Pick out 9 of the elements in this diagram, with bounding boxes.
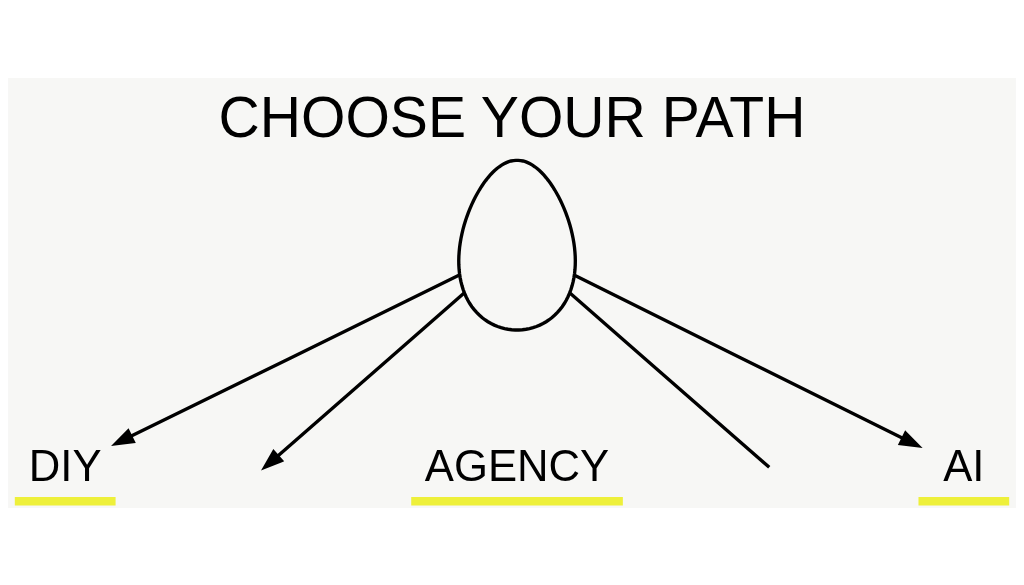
node-text: AI bbox=[943, 440, 985, 490]
arrow bbox=[573, 273, 923, 448]
arrow bbox=[111, 273, 461, 446]
diagram-title: CHOOSE YOUR PATH bbox=[218, 84, 806, 149]
node-text: DIY bbox=[28, 440, 102, 490]
node-text: AGENCY bbox=[424, 440, 610, 490]
arrow bbox=[261, 291, 465, 471]
connector bbox=[569, 291, 771, 469]
node-person bbox=[457, 158, 577, 332]
